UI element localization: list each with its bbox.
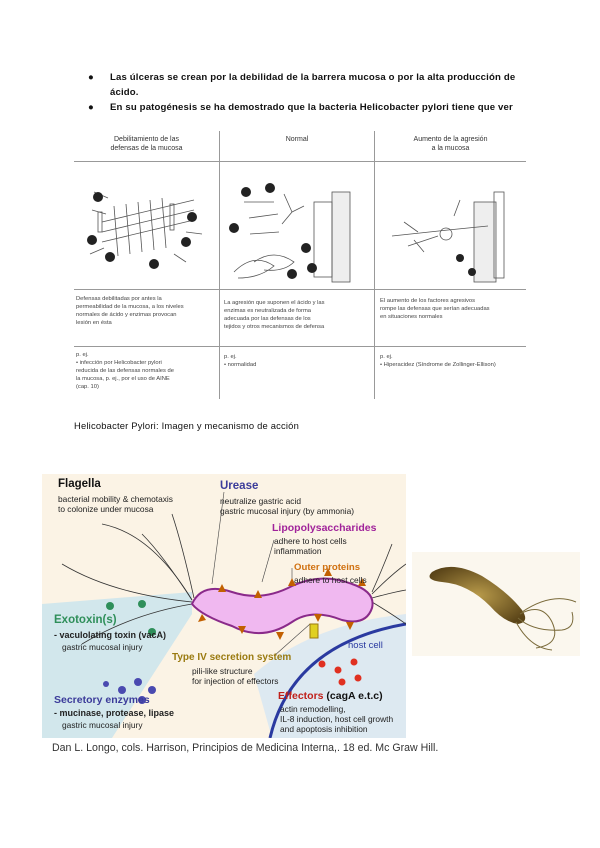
example-col3: p. ej.• Hiperacidez (Síndrome de Zolling… (380, 353, 524, 369)
exotoxin-item: - vaculolating toxin (vacA) (54, 630, 166, 640)
exotoxin-desc: gastric mucosal injury (62, 642, 143, 652)
bullet-text: En su patogénesis se ha demostrado que l… (110, 102, 513, 113)
bacterium-photo (412, 552, 580, 656)
helicobacter-mechanism-figure: Flagella bacterial mobility & chemotaxis… (42, 474, 406, 738)
example-col2: p. ej.• normalidad (224, 353, 372, 369)
bullet-text-cont: ácido. (110, 87, 139, 98)
figure-caption: Helicobacter Pylori: Imagen y mecanismo … (74, 420, 299, 431)
normal-illustration (234, 192, 350, 282)
weakened-defense-illustration (90, 192, 202, 262)
bacterium-body (192, 578, 373, 633)
secretion-system (310, 624, 318, 638)
bullet-dot: ● (88, 70, 94, 85)
example-col1: p. ej.• infección por Helicobacter pylor… (76, 351, 216, 391)
exotoxin-title: Exotoxin(s) (54, 614, 117, 626)
secretory-title: Secretory enzymes (54, 694, 150, 706)
column-header: Normal (220, 135, 374, 144)
mucosa-illustrations (74, 162, 526, 288)
row-divider (74, 346, 526, 347)
acid-particles-2 (229, 183, 317, 279)
outer-proteins-desc: adhere to host cells (294, 575, 367, 585)
bacterium-photo-image (412, 552, 580, 656)
outer-proteins-title: Outer proteins (294, 562, 360, 573)
effectors-desc: actin remodelling,IL-8 induction, host c… (280, 704, 393, 734)
source-credit: Dan L. Longo, cols. Harrison, Principios… (52, 742, 438, 754)
flagella-title: Flagella (58, 478, 101, 490)
t4ss-title: Type IV secretion system (172, 652, 291, 663)
effectors-title: Effectors (cagA e.t.c) (278, 690, 383, 702)
row-divider (74, 289, 526, 290)
secretory-item: - mucinase, protease, lipase (54, 708, 174, 718)
bullet-item: ● En su patogénesis se ha demostrado que… (86, 100, 526, 115)
urease-title: Urease (220, 480, 258, 492)
secretory-desc: gastric mucosal injury (62, 720, 143, 730)
host-cell-label: host cell (348, 640, 383, 651)
bullet-item: ● Las úlceras se crean por la debilidad … (86, 70, 526, 100)
bullet-list: ● Las úlceras se crean por la debilidad … (86, 70, 526, 115)
bullet-dot: ● (88, 100, 94, 115)
bullet-text: Las úlceras se crean por la debilidad de… (110, 72, 515, 83)
acid-particles-3 (456, 254, 476, 276)
increased-aggression-illustration (392, 192, 504, 282)
lps-title: Lipopolysaccharides (272, 522, 376, 534)
